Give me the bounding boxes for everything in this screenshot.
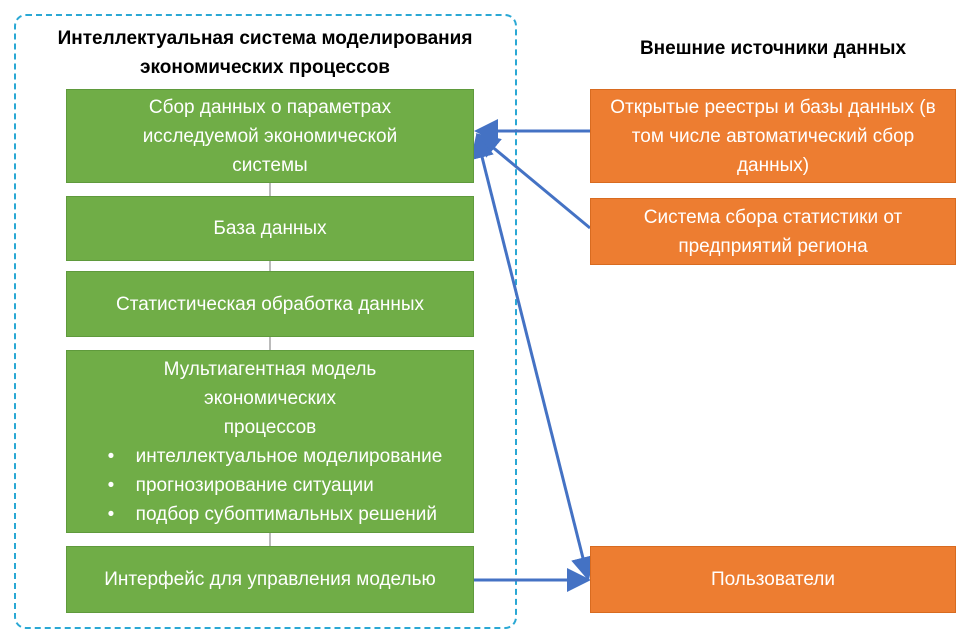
model-feature: прогнозирование ситуации <box>108 471 443 500</box>
database-label: База данных <box>213 218 327 239</box>
users-label: Пользователи <box>710 569 835 590</box>
data-collection-box: Сбор данных о параметрах исследуемой эко… <box>66 89 474 183</box>
system-title: Интеллектуальная система моделирования э… <box>57 28 473 78</box>
open-registries-box: Открытые реестры и базы данных (в том чи… <box>590 89 956 183</box>
arrow-users-to-collection <box>470 134 595 581</box>
arrow-statistics-to-collection <box>475 133 591 230</box>
regional-statistics-box: Система сбора статистики от предприятий … <box>590 198 956 265</box>
regional-statistics-label: Система сбора статистики от предприятий … <box>643 206 903 257</box>
open-registries-label: Открытые реестры и базы данных (в том чи… <box>610 96 936 176</box>
model-feature: интеллектуальное моделирование <box>108 442 443 471</box>
model-title: Мультиагентная модель экономических проц… <box>163 358 377 438</box>
multiagent-model-box: Мультиагентная модель экономических проц… <box>66 350 474 533</box>
users-box: Пользователи <box>590 546 956 613</box>
external-title: Внешние источники данных <box>639 38 907 59</box>
database-box: База данных <box>66 196 474 261</box>
statistics-processing-box: Статистическая обработка данных <box>66 271 474 337</box>
interface-box: Интерфейс для управления моделью <box>66 546 474 613</box>
model-feature: подбор субоптимальных решений <box>108 500 443 529</box>
interface-label: Интерфейс для управления моделью <box>104 569 436 590</box>
model-features: интеллектуальное моделирование прогнозир… <box>98 442 443 529</box>
statistics-processing-label: Статистическая обработка данных <box>115 293 424 315</box>
data-collection-label: Сбор данных о параметрах исследуемой эко… <box>142 96 398 176</box>
